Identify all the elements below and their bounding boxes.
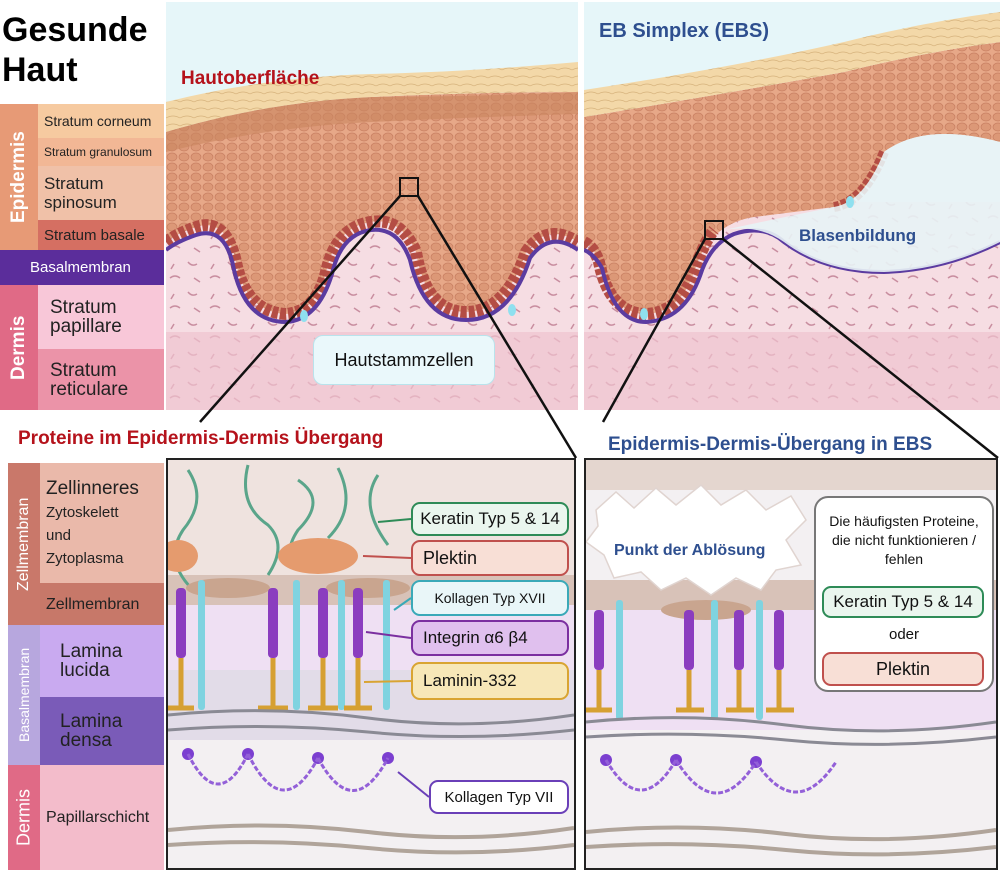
zellmembran-group-label: Zellmembran [8, 463, 40, 625]
label-kollagen7: Kollagen Typ VII [429, 780, 569, 814]
layer-papillarschicht: Papillarschicht [40, 765, 164, 870]
label-integrin: Integrin α6 β4 [411, 620, 569, 656]
layer-stratum-spinosum: Stratum spinosum [38, 166, 164, 220]
label-kollagen17: Kollagen Typ XVII [411, 580, 569, 616]
dermis-junction-group-label: Dermis [8, 765, 40, 870]
ebs-info-box: Die häufigsten Proteine, die nicht funkt… [814, 496, 994, 692]
label-plektin: Plektin [411, 540, 569, 576]
layer-zellinneres: Zellinneres Zytoskelett und Zytoplasma [40, 463, 164, 583]
ebs-label-keratin: Keratin Typ 5 & 14 [822, 586, 984, 618]
junction-right-title: Epidermis-Dermis-Übergang in EBS [608, 434, 933, 455]
layer-lamina-lucida: Lamina lucida [40, 625, 164, 697]
layer-zellmembran: Zellmembran [40, 583, 164, 625]
ebs-info-text: Die häufigsten Proteine, die nicht funkt… [829, 513, 979, 567]
label-keratin: Keratin Typ 5 & 14 [411, 502, 569, 536]
ebs-or-label: oder [888, 626, 920, 643]
detachment-label: Punkt der Ablösung [614, 542, 766, 559]
anchor-proteins-right [586, 600, 794, 720]
ebs-title: EB Simplex (EBS) [599, 20, 770, 42]
layer-lamina-densa: Lamina densa [40, 697, 164, 765]
skin-surface-label: Hautoberfläche [181, 68, 320, 89]
junction-left-title: Proteine im Epidermis-Dermis Übergang [18, 428, 384, 449]
zytoskelett-label: Zytoskelett und Zytoplasma [46, 504, 124, 567]
stem-cells-label: Hautstammzellen [313, 335, 495, 385]
layer-stratum-granulosum: Stratum granulosum [38, 138, 164, 166]
layer-stratum-corneum: Stratum corneum [38, 104, 164, 138]
healthy-skin-illustration: Hautoberfläche Hautstammzellen [166, 2, 578, 410]
healthy-skin-svg [166, 2, 578, 410]
ebs-skin-illustration: EB Simplex (EBS) Blasenbildung [584, 2, 1000, 410]
layer-basalmembran: Basalmembran [0, 250, 164, 285]
label-laminin: Laminin-332 [411, 662, 569, 700]
basalmembran-group-label: Basalmembran [8, 625, 40, 765]
layer-stratum-basale: Stratum basale [38, 220, 164, 250]
blister-label: Blasenbildung [799, 226, 917, 245]
anchor-proteins-left [168, 580, 390, 711]
junction-left-illustration: Keratin Typ 5 & 14 Plektin Kollagen Typ … [166, 458, 576, 870]
detachment-burst [586, 483, 807, 596]
healthy-skin-title: Gesunde Haut [2, 11, 148, 89]
ebs-label-plektin: Plektin [822, 652, 984, 686]
ebs-skin-svg [584, 2, 1000, 410]
collagen7-loops [182, 748, 394, 792]
layer-stratum-reticulare: Stratum reticulare [38, 349, 164, 410]
layer-stratum-papillare: Stratum papillare [38, 285, 164, 349]
zellinneres-label: Zellinneres [46, 478, 139, 499]
junction-right-illustration: Punkt der Ablösung Die häufigsten Protei… [584, 458, 998, 870]
label-arrows [362, 518, 430, 798]
